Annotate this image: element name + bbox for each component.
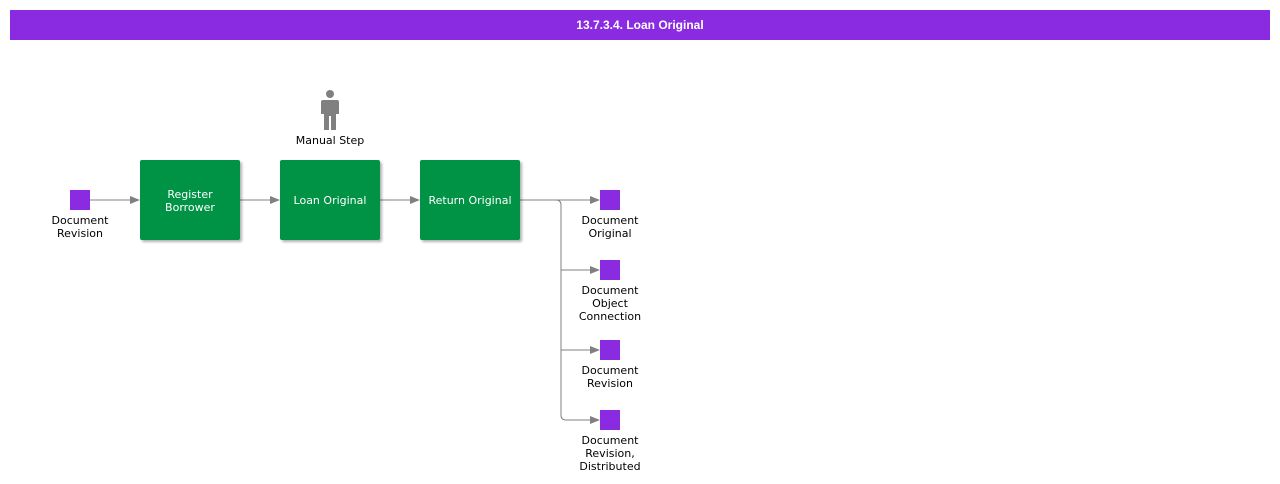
- object-square: [70, 190, 90, 210]
- output-label-line-2: Revision,: [585, 447, 634, 460]
- object-square: [600, 340, 620, 360]
- output-document-original[interactable]: Document Original: [582, 190, 640, 240]
- connectors: [90, 196, 600, 424]
- output-label-line-3: Connection: [579, 310, 641, 323]
- output-document-revision-distributed[interactable]: Document Revision, Distributed: [579, 410, 641, 473]
- process-register-borrower[interactable]: Register Borrower: [140, 160, 240, 240]
- output-label-line-2: Original: [588, 227, 631, 240]
- diagram-title: 13.7.3.4. Loan Original: [10, 10, 1270, 40]
- process-label: Return Original: [428, 194, 511, 207]
- process-return-original[interactable]: Return Original: [420, 160, 520, 240]
- object-square: [600, 260, 620, 280]
- process-label: Loan Original: [294, 194, 367, 207]
- process-label-line-1: Register: [167, 188, 213, 201]
- process-box: [280, 160, 380, 240]
- output-label-line-1: Document: [582, 214, 640, 227]
- process-box: [140, 160, 240, 240]
- process-label-line-2: Borrower: [165, 201, 215, 214]
- person-icon: [321, 90, 339, 130]
- object-square: [600, 190, 620, 210]
- output-label-line-1: Document: [582, 284, 640, 297]
- output-label-line-2: Object: [592, 297, 629, 310]
- output-label-line-2: Revision: [587, 377, 633, 390]
- output-label-line-3: Distributed: [579, 460, 640, 473]
- process-loan-original[interactable]: Loan Original: [280, 160, 380, 240]
- manual-step-label: Manual Step: [296, 134, 365, 147]
- output-label-line-1: Document: [582, 434, 640, 447]
- input-label-line-2: Revision: [57, 227, 103, 240]
- input-label-line-1: Document: [52, 214, 110, 227]
- output-label-line-1: Document: [582, 364, 640, 377]
- object-square: [600, 410, 620, 430]
- process-box: [420, 160, 520, 240]
- output-document-object-connection[interactable]: Document Object Connection: [579, 260, 641, 323]
- output-document-revision[interactable]: Document Revision: [582, 340, 640, 390]
- input-document-revision[interactable]: Document Revision: [52, 190, 110, 240]
- connector-return-to-outputs: [520, 199, 567, 421]
